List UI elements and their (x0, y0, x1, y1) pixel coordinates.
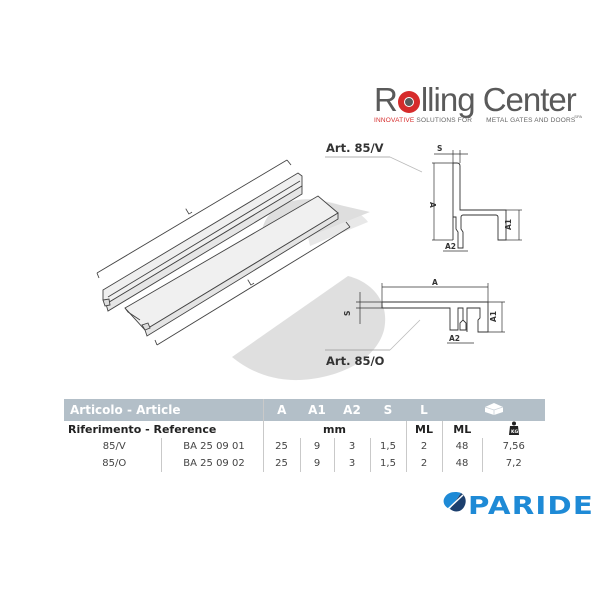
svg-text:S: S (343, 311, 352, 316)
cell-l: 2 (405, 455, 442, 472)
cell-weight: 7,2 (481, 455, 545, 472)
cell-a: 25 (262, 438, 300, 455)
table-header-row: Articolo - Article A A1 A2 S L (64, 399, 545, 421)
label-art-85o: Art. 85/O (326, 354, 385, 368)
svg-text:A1: A1 (489, 311, 498, 322)
header-a2: A2 (334, 399, 370, 421)
svg-text:A: A (432, 278, 438, 287)
header-a1: A1 (300, 399, 334, 421)
svg-text:S: S (437, 144, 442, 153)
subheader-l-unit: ML (405, 421, 442, 438)
logo-target-icon (397, 91, 420, 113)
paride-logo: PARIDE (443, 491, 594, 519)
logo-letter-r: R (374, 81, 398, 118)
svg-text:A1: A1 (504, 219, 513, 230)
profile-85v-3d (96, 159, 303, 312)
cell-s: 1,5 (369, 438, 406, 455)
header-s: S (370, 399, 406, 421)
svg-text:KG: KG (511, 429, 518, 435)
subheader-pack-unit: ML (441, 421, 482, 438)
paride-wordmark: PARIDE (468, 491, 594, 519)
cell-l: 2 (405, 438, 442, 455)
header-article: Articolo - Article (64, 399, 263, 421)
subheader-reference: Riferimento - Reference (68, 423, 217, 436)
paride-swoosh-icon (443, 492, 466, 512)
cell-reference: BA 25 09 02 (160, 455, 263, 472)
subheader-mm: mm (262, 421, 406, 438)
svg-text:A2: A2 (449, 334, 460, 343)
cell-a2: 3 (333, 455, 370, 472)
table-subheader-row: Riferimento - Reference mm ML ML KG (64, 421, 545, 438)
cell-article: 85/V (102, 441, 126, 452)
box-icon (484, 402, 503, 415)
cell-pack-ml: 48 (441, 455, 482, 472)
section-85o (356, 283, 505, 344)
cell-reference: BA 25 09 01 (160, 438, 263, 455)
svg-text:A: A (428, 202, 437, 208)
length-label-85v: L (184, 206, 193, 217)
cell-article: 85/O (102, 458, 127, 469)
profile-85o-3d (124, 195, 351, 346)
cell-a: 25 (262, 455, 300, 472)
table-row: 85/O BA 25 09 02 25 9 3 1,5 2 48 7,2 (64, 455, 545, 472)
header-package (442, 399, 545, 421)
cell-a1: 9 (299, 455, 334, 472)
technical-drawing: L L S A A1 A2 A S A1 A2 (96, 144, 522, 381)
cell-a2: 3 (333, 438, 370, 455)
cell-a1: 9 (299, 438, 334, 455)
cell-weight: 7,56 (481, 438, 545, 455)
label-art-85v: Art. 85/V (326, 141, 384, 155)
logo-tagline: INNOVATIVE SOLUTIONS FOR METAL GATES AND… (374, 117, 576, 124)
table-row: 85/V BA 25 09 01 25 9 3 1,5 2 48 7,56 (64, 438, 545, 455)
cell-s: 1,5 (369, 455, 406, 472)
header-a: A (262, 399, 300, 421)
logo-legal: SPA (574, 114, 582, 119)
weight-kg-icon: KG (508, 421, 519, 435)
section-85v (432, 150, 522, 252)
cell-pack-ml: 48 (441, 438, 482, 455)
length-label-85o: L (246, 277, 255, 288)
header-l: L (406, 399, 442, 421)
logo-wordmark: lling Center (420, 81, 577, 118)
spec-table: Articolo - Article A A1 A2 S L Riferimen… (64, 399, 545, 472)
svg-text:A2: A2 (445, 242, 456, 251)
subheader-weight: KG (482, 421, 545, 438)
